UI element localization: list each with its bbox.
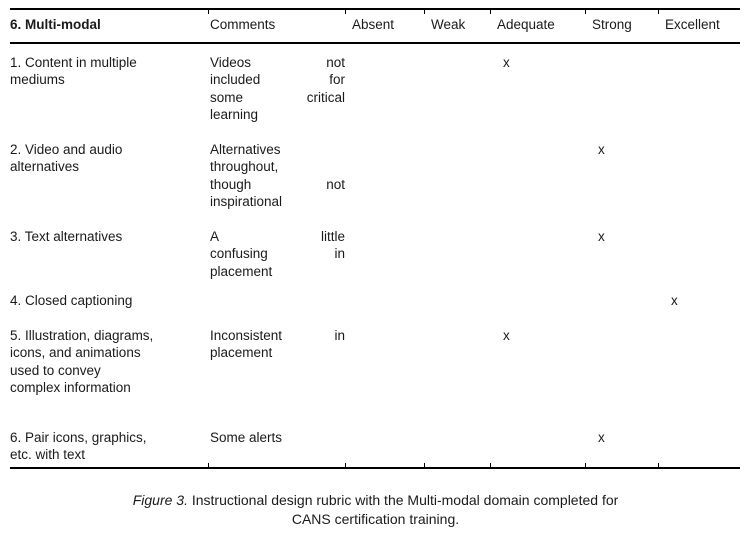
- rating-mark-adequate: [490, 141, 585, 228]
- rating-mark-excellent: [658, 327, 740, 429]
- rubric-table: 6. Multi-modal Comments Absent Weak Adeq…: [10, 8, 740, 469]
- column-divider-tick: [585, 10, 586, 14]
- rating-mark-excellent: [658, 141, 740, 228]
- rating-mark-strong: x: [598, 228, 605, 244]
- rating-mark-adequate: x: [503, 54, 510, 70]
- column-divider-tick: [658, 10, 659, 14]
- figure-caption-line1: Instructional design rubric with the Mul…: [191, 491, 619, 508]
- rating-mark-absent: [345, 141, 424, 228]
- rating-mark-strong: x: [598, 141, 605, 157]
- criterion-text: 4. Closed captioning: [10, 293, 133, 308]
- table-row-illustration-diagrams: 5. Illustration, diagrams,icons, and ani…: [10, 327, 740, 429]
- column-header-comments: Comments: [210, 17, 276, 32]
- rubric-table-container: 6. Multi-modal Comments Absent Weak Adeq…: [10, 8, 740, 469]
- table-row-closed-captioning: 4. Closed captioning x: [10, 292, 740, 327]
- rating-mark-adequate: [490, 292, 585, 327]
- column-header-absent: Absent: [352, 17, 395, 32]
- column-header-domain: 6. Multi-modal: [10, 17, 101, 32]
- table-row-pair-icons-text: 6. Pair icons, graphics,etc. with text S…: [10, 429, 740, 468]
- rating-mark-weak: [424, 327, 490, 429]
- comment-text: [208, 292, 345, 327]
- rating-mark-strong: [585, 43, 658, 141]
- rating-mark-excellent: [658, 429, 740, 468]
- rating-mark-weak: [424, 141, 490, 228]
- comment-text: Some alerts: [210, 429, 283, 445]
- rating-mark-strong: [585, 292, 658, 327]
- column-divider-tick: [490, 462, 491, 467]
- column-header-strong: Strong: [592, 17, 632, 32]
- rating-mark-excellent: [658, 43, 740, 141]
- column-divider-tick: [345, 462, 346, 467]
- rating-mark-excellent: x: [671, 293, 678, 308]
- rating-mark-weak: [424, 429, 490, 468]
- rating-mark-absent: [345, 43, 424, 141]
- column-divider-tick: [490, 10, 491, 14]
- rating-mark-weak: [424, 292, 490, 327]
- figure-label: Figure 3.: [132, 491, 188, 508]
- rating-mark-weak: [424, 43, 490, 141]
- rating-mark-adequate: x: [503, 327, 510, 343]
- figure-caption: Figure 3. Instructional design rubric wi…: [0, 491, 751, 529]
- header-row: 6. Multi-modal Comments Absent Weak Adeq…: [10, 9, 740, 43]
- criterion-text: 6. Pair icons, graphics,etc. with text: [10, 429, 147, 463]
- column-header-adequate: Adequate: [497, 17, 555, 32]
- column-divider-tick: [208, 10, 209, 14]
- rating-mark-strong: [585, 327, 658, 429]
- figure-caption-line2: CANS certification training.: [291, 510, 460, 527]
- rating-mark-adequate: [490, 429, 585, 468]
- rating-mark-strong: x: [598, 429, 605, 445]
- column-divider-tick: [424, 462, 425, 467]
- column-divider-tick: [658, 462, 659, 467]
- criterion-text: 5. Illustration, diagrams,icons, and ani…: [10, 327, 154, 396]
- criterion-text: 3. Text alternatives: [10, 228, 123, 244]
- column-divider-tick: [585, 462, 586, 467]
- column-header-excellent: Excellent: [665, 17, 720, 32]
- column-divider-tick: [345, 10, 346, 14]
- column-divider-tick: [208, 462, 209, 467]
- rating-mark-absent: [345, 228, 424, 293]
- rating-mark-excellent: [658, 228, 740, 293]
- column-header-weak: Weak: [431, 17, 466, 32]
- rating-mark-weak: [424, 228, 490, 293]
- column-divider-tick: [424, 10, 425, 14]
- rating-mark-adequate: [490, 228, 585, 293]
- rating-mark-absent: [345, 327, 424, 429]
- rating-mark-absent: [345, 429, 424, 468]
- rating-mark-absent: [345, 292, 424, 327]
